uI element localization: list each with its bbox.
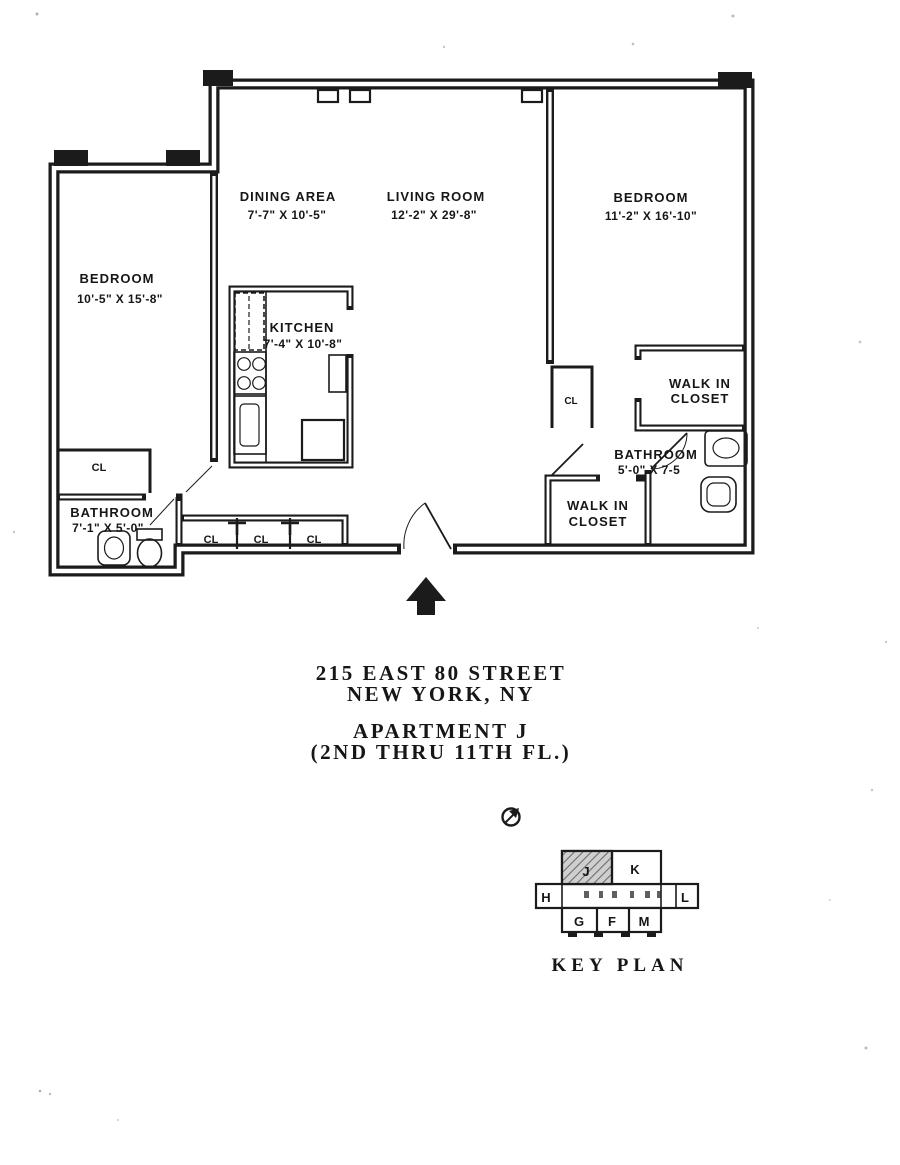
room-label-bathroom-left-name: BATHROOM	[70, 505, 154, 520]
wic-right-label-line1: WALK IN	[669, 376, 731, 391]
toilet-icon	[700, 476, 737, 513]
key-plan-mini-marks	[584, 891, 661, 898]
entry-door-leaf	[424, 502, 452, 550]
room-label-bedroom-right-name: BEDROOM	[614, 190, 689, 205]
bathroom-right-fixtures	[700, 430, 748, 513]
key-plan: H J K L G F M KEY PLAN	[534, 849, 700, 976]
key-unit-f: F	[608, 914, 616, 929]
stove-icon	[233, 351, 267, 395]
key-unit-h: H	[541, 890, 550, 905]
sink-icon	[704, 430, 748, 467]
closet-label: CL	[564, 396, 577, 407]
bathroom-right-door-arc	[650, 432, 688, 470]
dishwasher-icon	[300, 418, 346, 462]
bathroom-left-door	[149, 498, 175, 526]
key-unit-k: K	[630, 862, 640, 877]
room-label-living-dims: 12'-2" X 29'-8"	[391, 208, 477, 222]
walls	[48, 70, 755, 577]
north-arrow	[406, 577, 446, 615]
room-label-bedroom-left-dims: 10'-5" X 15'-8"	[77, 292, 163, 306]
room-label-dining-dims: 7'-7" X 10'-5"	[248, 208, 327, 222]
room-label-bathroom-right-name: BATHROOM	[614, 447, 698, 462]
refrigerator-icon	[233, 395, 267, 455]
address-line-1: 215 EAST 80 STREET	[316, 661, 567, 685]
compass-icon	[501, 807, 521, 827]
room-label-bathroom-left-dims: 7'-1" X 5'-0"	[72, 521, 144, 535]
apartment-line-1: APARTMENT J	[353, 719, 529, 743]
key-unit-j: J	[582, 864, 589, 879]
sink-icon	[97, 530, 131, 566]
toilet-icon	[136, 528, 163, 568]
kitchen-fixtures	[233, 292, 347, 462]
bathroom-right-door	[650, 432, 688, 470]
room-label-living-name: LIVING ROOM	[387, 189, 485, 204]
title-block: 215 EAST 80 STREET NEW YORK, NY APARTMEN…	[311, 661, 572, 764]
key-unit-l: L	[681, 890, 689, 905]
apartment-line-2: (2ND THRU 11TH FL.)	[311, 740, 572, 764]
closet-label: CL	[92, 462, 107, 474]
bathroom-left-fixtures	[97, 528, 163, 568]
room-labels: BEDROOM 10'-5" X 15'-8" DINING AREA 7'-7…	[70, 189, 731, 546]
bedroom-left-door	[185, 465, 213, 493]
key-unit-m: M	[639, 914, 650, 929]
key-plan-title: KEY PLAN	[552, 955, 689, 976]
key-unit-g: G	[574, 914, 584, 929]
room-label-kitchen-name: KITCHEN	[270, 320, 335, 335]
closet-label: CL	[307, 534, 322, 546]
kitchen-cabinet	[234, 292, 265, 351]
room-label-kitchen-dims: 7'-4" X 10'-8"	[264, 337, 343, 351]
room-label-bedroom-left-name: BEDROOM	[80, 271, 155, 286]
floor-plan: BEDROOM 10'-5" X 15'-8" DINING AREA 7'-7…	[48, 70, 755, 615]
doors	[149, 432, 688, 550]
room-label-dining-name: DINING AREA	[240, 189, 336, 204]
bedroom-right-door	[550, 443, 584, 477]
wic-center-label-line1: WALK IN	[567, 498, 629, 513]
kitchen-niche	[328, 354, 347, 393]
address-line-2: NEW YORK, NY	[347, 682, 535, 706]
wic-right-label-line2: CLOSET	[671, 391, 730, 406]
room-label-bedroom-right-dims: 11'-2" X 16'-10"	[605, 209, 697, 223]
closet-label: CL	[204, 534, 219, 546]
scan-noise	[12, 12, 888, 1122]
room-label-bathroom-right-dims: 5'-0" X 7-5	[618, 463, 680, 477]
wic-center-label-line2: CLOSET	[569, 514, 628, 529]
closet-label: CL	[254, 534, 269, 546]
entry-door-arc	[403, 502, 426, 550]
